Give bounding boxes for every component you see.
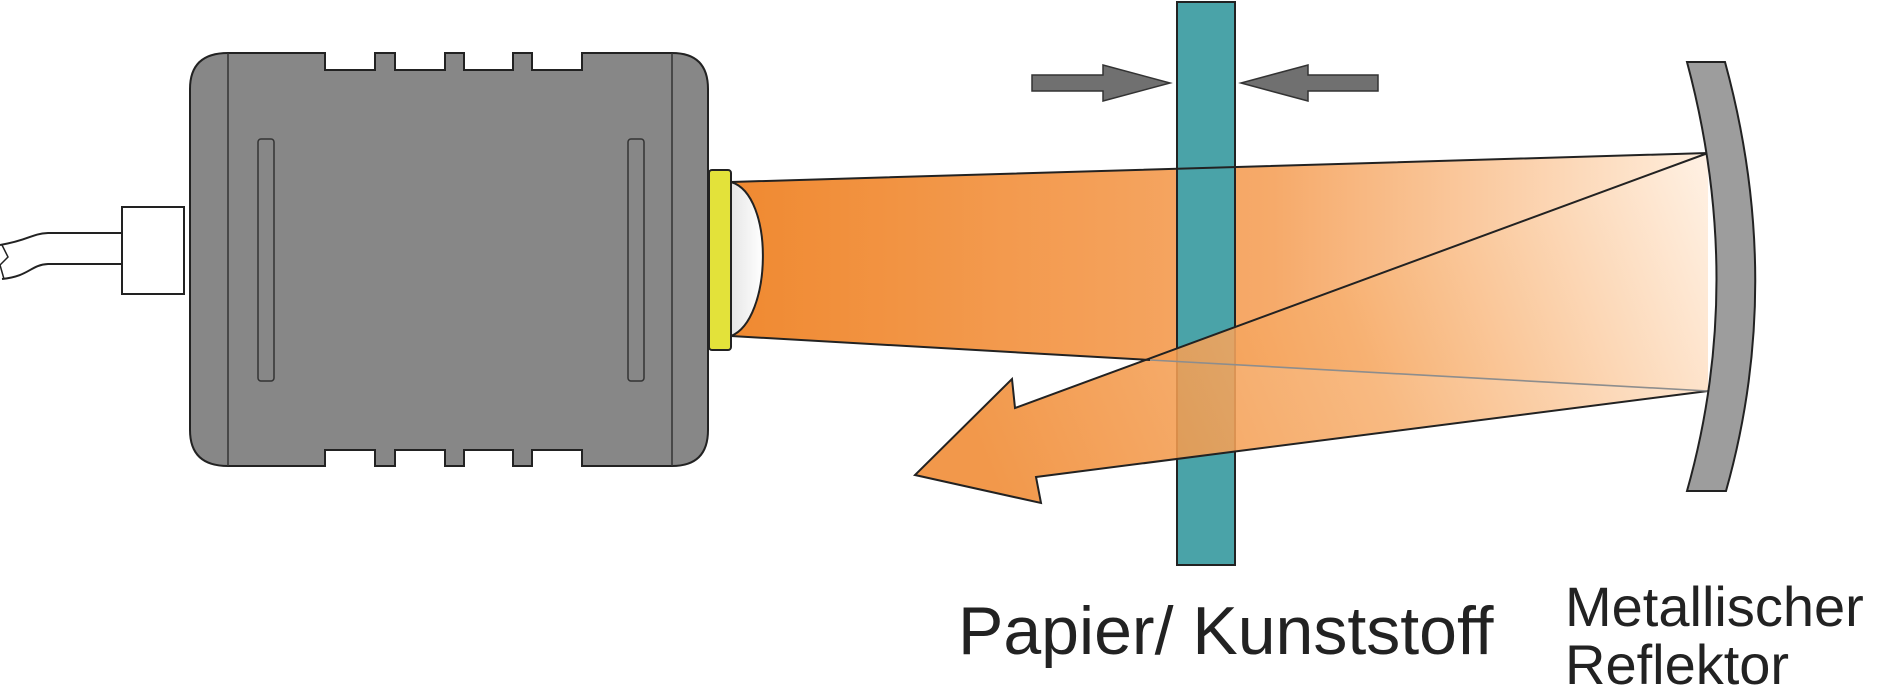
- cable-connector: [121, 206, 185, 295]
- beam-outlines: [730, 152, 1709, 505]
- housing-slot-left: [257, 138, 275, 382]
- cable: [0, 232, 126, 280]
- reflector-label-line1: Metallischer: [1565, 575, 1864, 638]
- compression-arrows-icon: [1031, 64, 1173, 102]
- reflector-label: Metallischer Reflektor: [1565, 578, 1864, 694]
- curved-mirror-icon: [1685, 61, 1757, 492]
- compression-arrow-right: [1238, 64, 1379, 102]
- lens-ring: [708, 169, 732, 351]
- reflector-label-line2: Reflektor: [1565, 633, 1790, 696]
- material-strip-icon: [1176, 1, 1236, 566]
- housing-slot-right: [627, 138, 645, 382]
- material-label: Papier/ Kunststoff: [958, 593, 1494, 669]
- sensor-lens: [730, 180, 764, 338]
